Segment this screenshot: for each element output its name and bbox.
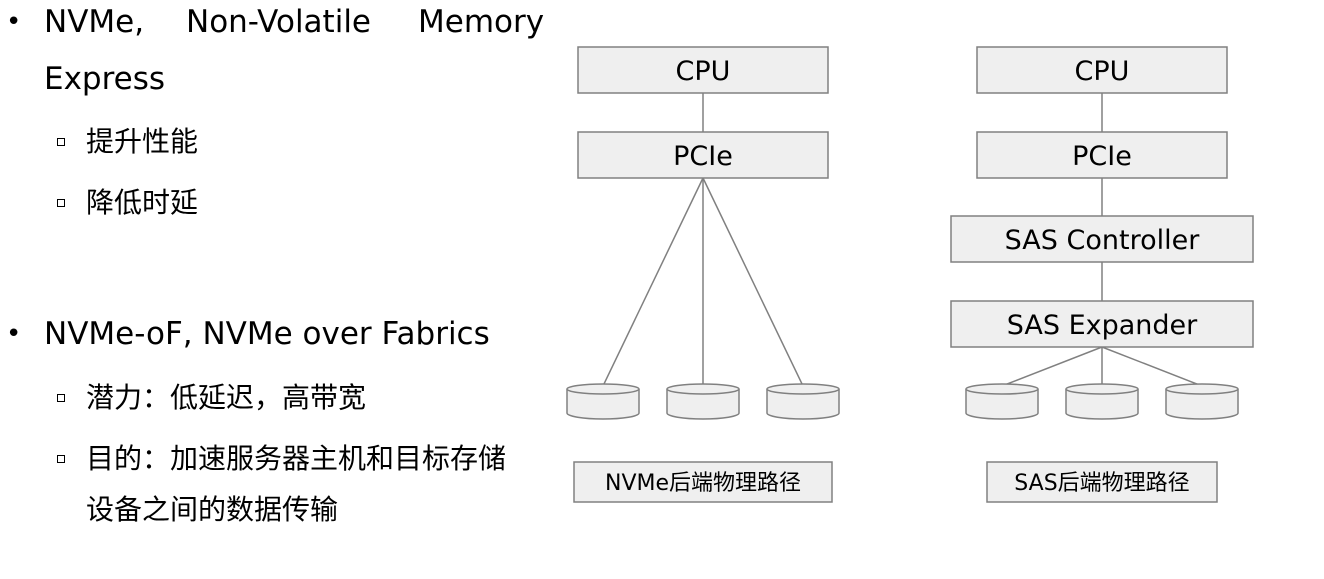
sas-disk [1165, 383, 1239, 420]
pcie-disk-connector [702, 177, 804, 387]
bullet-marker: • [6, 319, 22, 349]
sas-cpu-box [976, 46, 1228, 94]
nvme-pcie-label: PCIe [673, 141, 733, 172]
bullet-marker: • [6, 7, 22, 37]
sas-expander-label: SAS Expander [1007, 310, 1198, 341]
nvme-disk [566, 383, 640, 420]
sas-disk [965, 383, 1039, 420]
nvme-cpu-label: CPU [676, 56, 731, 87]
sas-expander-box [950, 300, 1254, 348]
sas-pcie-box [976, 131, 1228, 179]
bullet2-line1: NVMe-oF, NVMe over Fabrics [44, 316, 490, 352]
nvme-caption: NVMe后端物理路径 [605, 471, 801, 496]
sas-disk [1065, 383, 1139, 420]
nvme-caption-box [573, 461, 833, 503]
bullet2-sub1: 潜力：低延迟，高带宽 [86, 381, 367, 414]
sas-caption: SAS后端物理路径 [1014, 471, 1189, 496]
sub-bullet-marker [57, 199, 65, 207]
expander-disk-connector [1001, 346, 1103, 387]
sas-diagram: CPU PCIe SAS Controller SAS Expander SAS… [950, 46, 1254, 503]
sub-bullet-marker [57, 455, 65, 463]
sub-bullet-marker [57, 394, 65, 402]
bullet1-sub1: 提升性能 [86, 125, 199, 158]
bullet1-line1-part3: Memory [418, 4, 545, 40]
nvme-disk [766, 383, 840, 420]
nvme-cpu-box [577, 46, 829, 94]
sas-pcie-label: PCIe [1072, 141, 1132, 172]
bullet1-line1-part2: Non-Volatile [186, 4, 372, 40]
expander-disk-connector [1101, 346, 1203, 387]
nvme-diagram: CPU PCIe NVMe后端物理路径 [566, 46, 840, 503]
bullet1-sub2: 降低时延 [86, 186, 199, 219]
bullet2-sub2-line2: 设备之间的数据传输 [86, 493, 339, 526]
bullet1-line1-part1: NVMe, [44, 4, 145, 40]
sas-controller-box [950, 215, 1254, 263]
sas-controller-label: SAS Controller [1005, 225, 1201, 256]
nvme-disk [666, 383, 740, 420]
nvme-pcie-box [577, 131, 829, 179]
sas-caption-box [986, 461, 1218, 503]
pcie-disk-connector [602, 177, 704, 387]
bullet-text-column: • NVMe, Non-Volatile Memory Express 提升性能… [0, 0, 560, 579]
bullet1-line2: Express [44, 61, 166, 97]
sas-cpu-label: CPU [1075, 56, 1130, 87]
sub-bullet-marker [57, 138, 65, 146]
bullet2-sub2-line1: 目的：加速服务器主机和目标存储 [86, 442, 507, 475]
